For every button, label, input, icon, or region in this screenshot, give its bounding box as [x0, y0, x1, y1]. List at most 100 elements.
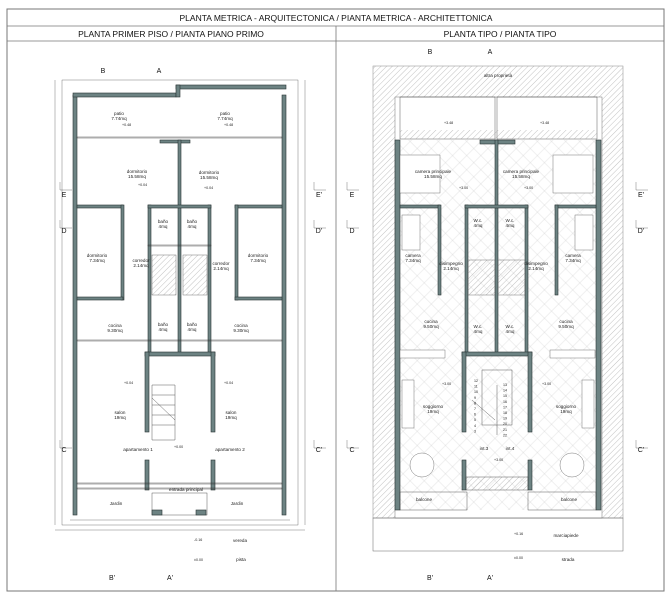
hall-name-label: disimpegno — [524, 261, 548, 266]
section-marker-b: B — [101, 68, 106, 75]
bath-area-label: 4mq — [188, 327, 197, 332]
floor-label: +3.00 — [442, 382, 451, 386]
b-label: B — [428, 49, 433, 56]
stair-step-number: 12 — [474, 379, 478, 383]
a2-label: A' — [487, 575, 493, 582]
wc-name-label: W.c. — [506, 218, 515, 223]
e2-label: E' — [316, 192, 322, 199]
right-plan: altra proprietà +3.48 +3.48 camera princ… — [346, 49, 648, 582]
stair-step-number: 18 — [503, 411, 507, 415]
bath-name-label: baño — [187, 322, 198, 327]
kitchen-name-label: cocina — [108, 323, 122, 328]
wc-name-label: W.c. — [474, 218, 483, 223]
wc-area-label: 4mq — [474, 329, 483, 334]
int4-label: int.4 — [506, 446, 515, 451]
road-label: pista — [236, 557, 246, 562]
floor-label: +3.00 — [459, 186, 468, 190]
hall-label: +3.00 — [494, 458, 503, 462]
stair-step-number: 5 — [474, 418, 476, 422]
c-label: C — [61, 447, 66, 454]
terrace-label: +3.48 — [540, 121, 549, 125]
stair-step-number: 10 — [474, 390, 478, 394]
dorm-small-name-label: dormitorio — [87, 253, 108, 258]
entrance-label: entrada principal — [169, 487, 203, 492]
bath-name-label: baño — [187, 219, 198, 224]
stair-step-number: 8 — [474, 401, 476, 405]
garden-label: Jardin — [231, 501, 244, 506]
c-label: C — [349, 447, 354, 454]
stair-step-number: 19 — [503, 417, 507, 421]
section-marker-a: A — [157, 68, 162, 75]
corr-name-label: corredor — [132, 258, 150, 263]
patio-area-label: 7.74mq — [217, 116, 233, 121]
stair-step-number: 11 — [474, 385, 478, 389]
dorm-big-name-label: dormitorio — [199, 170, 220, 175]
floor-label: +3.00 — [524, 186, 533, 190]
sidewalk-label: vereda — [233, 538, 247, 543]
dorm-small-area-label: 7.34mq — [89, 258, 105, 263]
d-label: D — [61, 228, 66, 235]
patio-label: +0.48 — [122, 123, 131, 127]
stair-step-number: 22 — [503, 433, 507, 437]
living-area-label: 19mq — [560, 409, 572, 414]
room-area-label: 7.34mq — [565, 258, 581, 263]
floor-label: +0.04 — [124, 381, 133, 385]
stair-step-number: 3 — [474, 429, 476, 433]
patio-label: +0.48 — [224, 123, 233, 127]
kitchen-name-label: cucina — [559, 319, 573, 324]
bath-area-label: 4mq — [188, 224, 197, 229]
balcony-label: balcone — [416, 497, 433, 502]
stair-step-number: 15 — [503, 394, 507, 398]
dorm-small-name-label: dormitorio — [248, 253, 269, 258]
stair-step-number: 6 — [474, 413, 476, 417]
bath-name-label: baño — [158, 322, 169, 327]
master-area-label: 15.58mq — [512, 174, 530, 179]
stair-step-number: 17 — [503, 405, 507, 409]
kitchen-area-label: 9.50mq — [558, 324, 574, 329]
living-area-label: 19mq — [427, 409, 439, 414]
left-plan: patio 7.74mq +0.48 patio 7.74mq +0.48 do… — [54, 68, 326, 582]
stair-step-number: 21 — [503, 428, 507, 432]
stair-step-number: 7 — [474, 407, 476, 411]
sheet-frame — [6, 8, 665, 592]
road-label: strada — [562, 557, 575, 562]
bath-area-label: 4mq — [159, 224, 168, 229]
patio-area-label: 7.74mq — [111, 116, 127, 121]
stair-step-number: 13 — [503, 383, 507, 387]
hall-area-label: 2.14mq — [528, 266, 544, 271]
hall-label: +0.00 — [174, 445, 183, 449]
corr-name-label: corredor — [212, 261, 230, 266]
living-name-label: salon — [226, 410, 237, 415]
left-panel-title: PLANTA PRIMER PISO / PIANTA PIANO PRIMO — [78, 29, 264, 39]
living-area-label: 19mq — [114, 415, 126, 420]
living-name-label: soggiorno — [556, 404, 577, 409]
kitchen-name-label: cocina — [234, 323, 248, 328]
floor-label: +0.04 — [224, 381, 233, 385]
stair-step-number: 9 — [474, 396, 476, 400]
floor-label: +0.04 — [204, 186, 213, 190]
wc-area-label: 4mq — [506, 329, 515, 334]
floor-label: +3.00 — [542, 382, 551, 386]
room-name-label: camera — [405, 253, 421, 258]
b2-label: B' — [427, 575, 433, 582]
apt1-label: apartamento 1 — [123, 447, 153, 452]
dorm-big-name-label: dormitorio — [127, 169, 148, 174]
dorm-small-area-label: 7.34mq — [250, 258, 266, 263]
hall-name-label: disimpegno — [439, 261, 463, 266]
living-name-label: salon — [115, 410, 126, 415]
room-area-label: 7.34mq — [405, 258, 421, 263]
wc-area-label: 4mq — [506, 223, 515, 228]
hall-area-label: 2.14mq — [443, 266, 459, 271]
d2-label: D' — [316, 228, 322, 235]
garden-label: Jardin — [110, 501, 123, 506]
room-name-label: camera — [565, 253, 581, 258]
stair-step-number: 14 — [503, 389, 507, 393]
section-marker-b-prime: B' — [109, 575, 115, 582]
dorm-big-area-label: 15.58mq — [200, 175, 218, 180]
road-label: ±0.00 — [514, 556, 523, 560]
stair-step-number: 20 — [503, 422, 507, 426]
sidewalk-label: +0.16 — [514, 532, 523, 536]
balcony-label: balcone — [561, 497, 578, 502]
